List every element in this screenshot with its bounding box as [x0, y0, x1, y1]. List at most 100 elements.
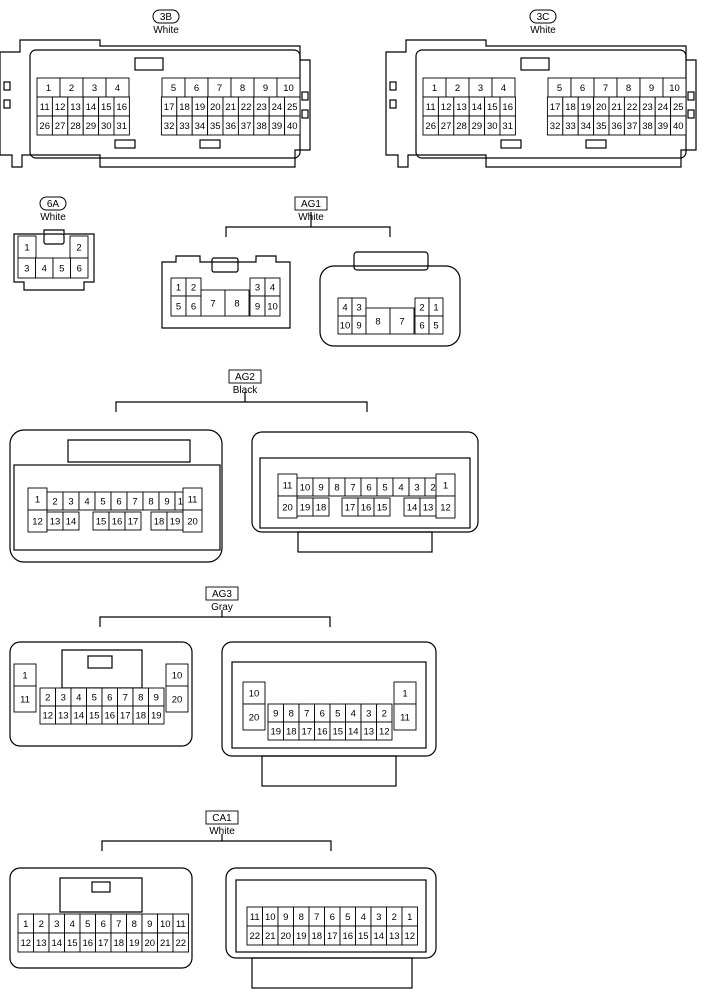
pin-cell: 3	[351, 297, 367, 317]
pin-number: 22	[627, 102, 638, 113]
pin-number: 23	[642, 102, 653, 113]
pin-number: 15	[358, 931, 369, 942]
pin-cell: 37	[237, 115, 255, 136]
pin-cell: 3	[370, 906, 387, 927]
pin-cell: 14	[345, 721, 362, 741]
pin-cell: 26	[36, 115, 53, 136]
pin-number: 19	[151, 711, 162, 722]
pin-number: 4	[76, 693, 81, 704]
pin-number: 31	[116, 121, 127, 132]
pin-number: 22	[175, 938, 186, 949]
pin-cell: 3	[62, 491, 80, 511]
pin-cell: 12	[39, 705, 56, 725]
pin-cell: 13	[386, 925, 403, 946]
pin-cell: 7	[344, 477, 362, 497]
pin-number: 9	[273, 709, 278, 720]
pin-cell: 36	[222, 115, 239, 136]
pin-number: 5	[171, 83, 176, 94]
pin-number: 16	[82, 938, 93, 949]
connector-id: 6A	[47, 199, 60, 210]
pin-cell: 5	[547, 77, 572, 98]
pin-number: 19	[129, 938, 140, 949]
pin-number: 15	[67, 938, 78, 949]
pin-number: 5	[100, 497, 105, 508]
pin-cavity	[200, 289, 226, 317]
pin-cell: 17	[117, 705, 134, 725]
pin-number: 15	[96, 517, 107, 528]
connector-color: White	[530, 25, 556, 36]
pin-number: 4	[351, 709, 356, 720]
pin-number: 10	[249, 689, 260, 700]
pin-cell: 15	[373, 497, 391, 517]
pin-number: 14	[348, 727, 359, 738]
pin-cell: 17	[546, 96, 564, 117]
pin-cell: 8	[224, 289, 250, 317]
pin-number: 38	[256, 121, 267, 132]
pin-number: 3	[478, 83, 483, 94]
pin-cell: 14	[468, 96, 486, 117]
pin-number: 2	[52, 497, 57, 508]
pin-number: 2	[392, 912, 397, 923]
pin-cell: 22	[237, 96, 255, 117]
pin-cell: 4	[35, 257, 54, 279]
pin-cell: 13	[360, 721, 377, 741]
pin-number: 17	[128, 517, 139, 528]
pin-number: 5	[59, 264, 64, 275]
pin-cell: 16	[357, 497, 375, 517]
pin-cell: 2	[46, 491, 64, 511]
pin-cell: 4	[491, 77, 516, 98]
pin-number: 2	[419, 303, 424, 314]
pin-number: 19	[581, 102, 592, 113]
pin-number: 7	[217, 83, 222, 94]
pin-cell: 8	[283, 703, 300, 723]
pin-number: 8	[289, 709, 294, 720]
pin-number: 7	[350, 483, 355, 494]
pin-number: 9	[164, 497, 169, 508]
pin-cell: 9	[253, 77, 278, 98]
pin-cavity	[113, 115, 130, 136]
pin-number: 14	[373, 931, 384, 942]
pin-number: 9	[283, 912, 288, 923]
pin-number: 18	[113, 938, 124, 949]
pin-cell: 17	[324, 925, 341, 946]
pin-number: 25	[673, 102, 684, 113]
pin-number: 37	[627, 121, 638, 132]
pin-cell: 24	[654, 96, 672, 117]
pin-number: 30	[101, 121, 112, 132]
pin-number: 3	[92, 83, 97, 94]
pin-cell: 11	[13, 685, 37, 713]
pin-cavity	[172, 932, 189, 953]
pin-cell: 11	[172, 913, 189, 934]
connector-color: White	[209, 826, 235, 837]
latch-key	[87, 655, 113, 669]
pin-cell: 19	[148, 705, 165, 725]
pin-cell: 13	[453, 96, 470, 117]
pin-cell: 21	[608, 96, 625, 117]
pin-number: 21	[160, 938, 171, 949]
latch	[211, 257, 239, 273]
pin-cell: 1	[13, 663, 37, 687]
pin-number: 29	[472, 121, 483, 132]
pin-number: 6	[116, 497, 121, 508]
pin-number: 2	[76, 243, 81, 254]
pin-cell: 20	[182, 509, 203, 533]
connector-id-box	[205, 810, 239, 825]
pin-number: 5	[557, 83, 562, 94]
side-tab	[687, 109, 695, 119]
pin-cell: 8	[365, 307, 391, 335]
pin-number: 20	[187, 517, 198, 528]
pin-number: 14	[66, 517, 77, 528]
pin-cell: 17	[298, 721, 315, 741]
pin-number: 14	[407, 503, 418, 514]
pin-number: 5	[382, 483, 387, 494]
pin-number: 33	[179, 121, 190, 132]
pin-cell: 23	[253, 96, 270, 117]
pin-cell: 10	[337, 315, 353, 335]
pin-cell: 1	[393, 681, 417, 705]
pin-cell: 15	[64, 932, 81, 953]
pin-number: 9	[154, 693, 159, 704]
pin-number: 17	[98, 938, 109, 949]
pin-number: 7	[314, 912, 319, 923]
